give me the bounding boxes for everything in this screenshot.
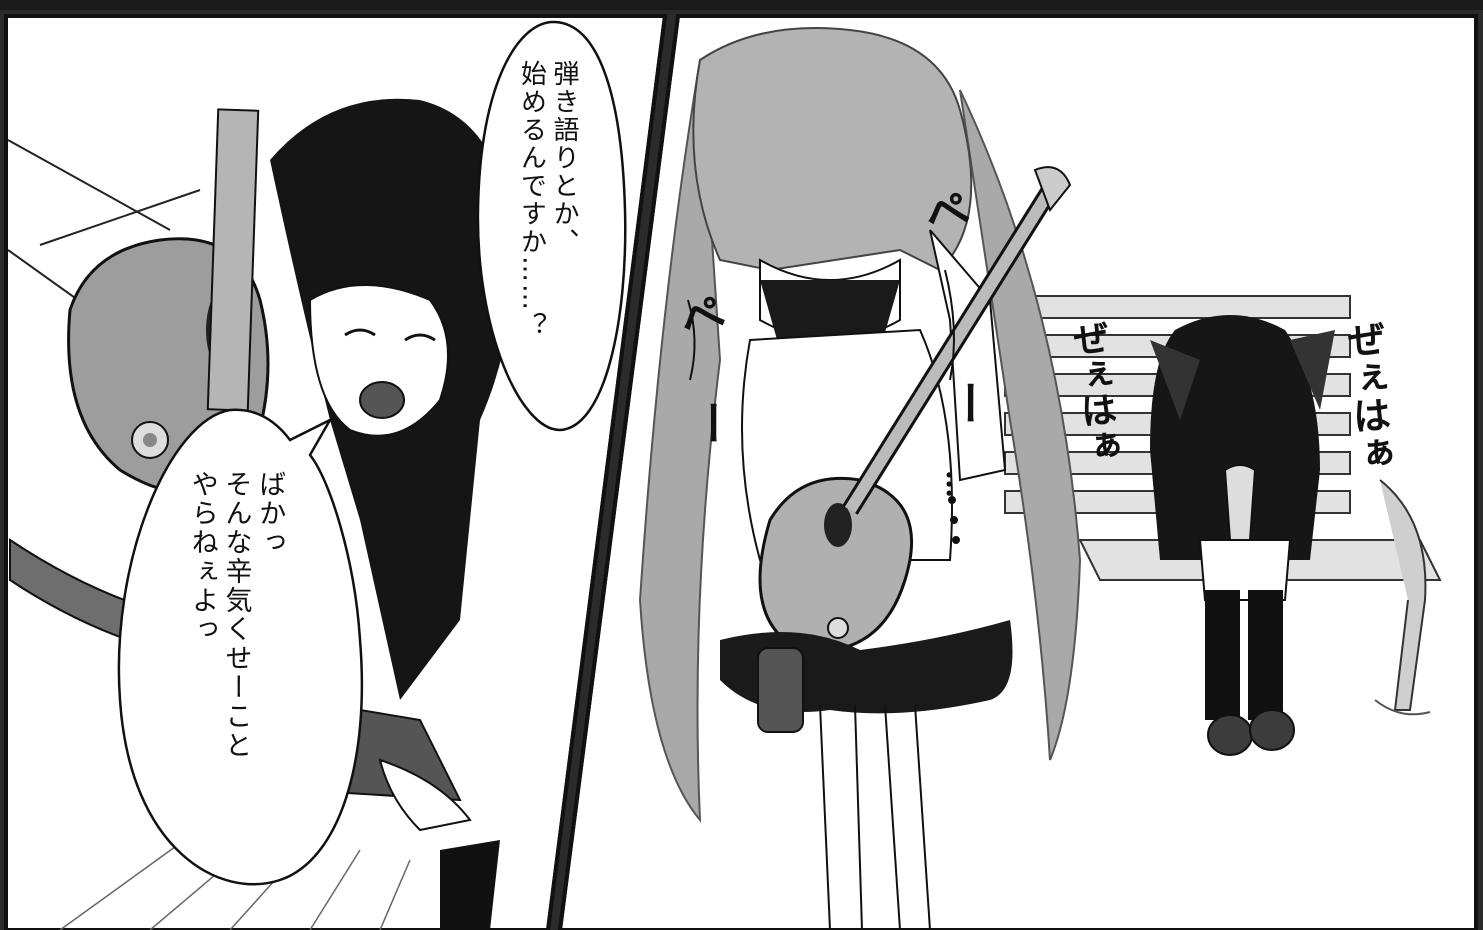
speech-bubble-bottom-text: ばかっ そんな辛気くせーこと やらねぇよっ bbox=[185, 470, 286, 760]
sfx-ellipsis: … bbox=[940, 470, 973, 498]
left-panel bbox=[4, 14, 668, 930]
girl-illustration-sitting bbox=[1150, 315, 1335, 756]
sfx-dash-2: ー bbox=[941, 380, 995, 426]
bubble-top-line-1: 弾き語りとか、 bbox=[549, 60, 579, 256]
top-edge bbox=[0, 0, 1483, 10]
panel-divider bbox=[546, 15, 680, 930]
bubble-bottom-line-3: やらねぇよっ bbox=[186, 470, 218, 644]
speech-bubble-top-text: 弾き語りとか、 始めるんですか……？ bbox=[515, 60, 580, 340]
speech-bubble-top bbox=[476, 20, 627, 432]
speech-bubble-bottom bbox=[117, 408, 364, 886]
bubble-top-line-2: 始めるんですか……？ bbox=[516, 60, 547, 340]
bubble-bottom-line-2: そんな辛気くせーこと bbox=[220, 470, 252, 760]
right-panel bbox=[557, 14, 1478, 930]
sfx-zeehaa-right: ぜぇはぁ bbox=[1339, 318, 1396, 474]
girl-illustration-standing bbox=[638, 27, 1082, 930]
bubble-bottom-line-1: ばかっ bbox=[254, 470, 286, 557]
sfx-dash-1: ー bbox=[684, 400, 738, 446]
motion-marks bbox=[687, 269, 960, 544]
